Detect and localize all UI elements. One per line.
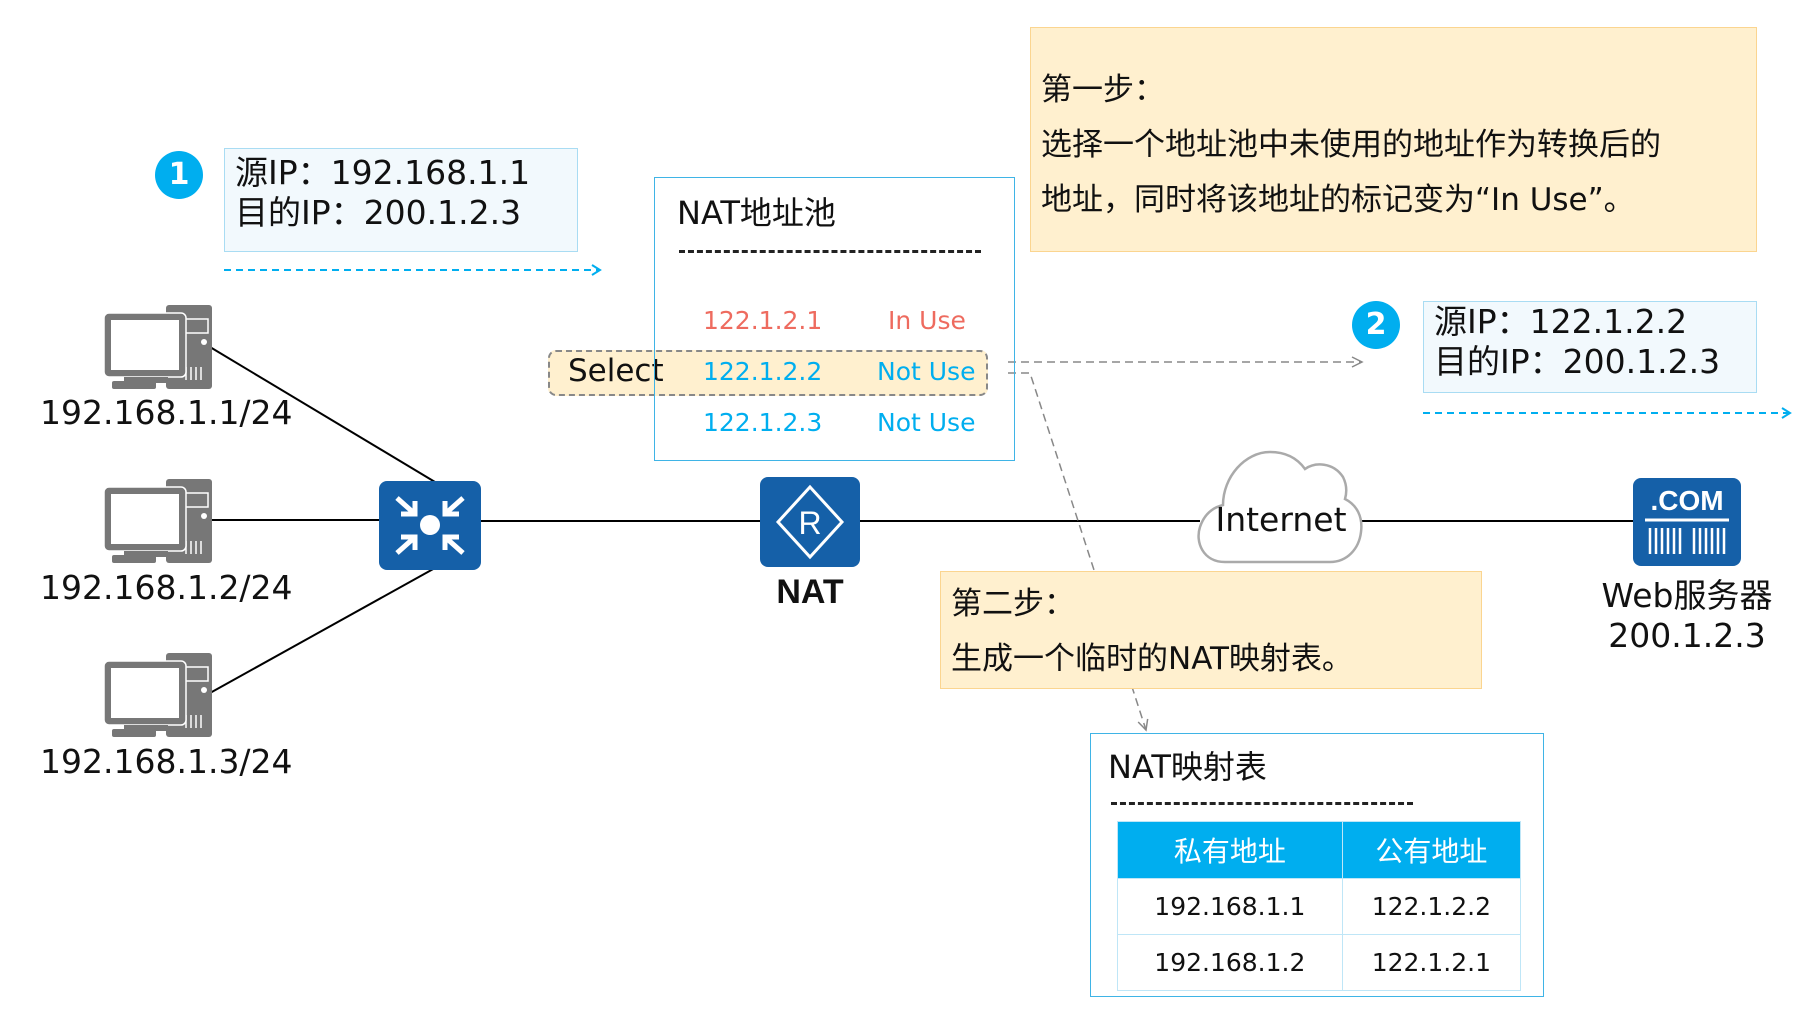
step-1-title: 第一步： (1041, 72, 1165, 108)
pool-address: 122.1.2.1 (703, 306, 823, 335)
host-1[interactable] (103, 305, 212, 393)
step-1-note: 第一步： 选择一个地址池中未使用的地址作为转换后的 地址，同时将该地址的标记变为… (1030, 27, 1757, 252)
pc-icon (103, 653, 212, 737)
src-ip-value: 192.168.1.1 (330, 153, 531, 192)
pc-icon (103, 305, 212, 389)
nat-router[interactable]: R (760, 477, 860, 571)
step-2-title: 第二步： (951, 586, 1075, 622)
host-2-ip: 192.168.1.2/24 (40, 568, 293, 607)
step-1-line-1: 选择一个地址池中未使用的地址作为转换后的 (1041, 127, 1661, 163)
table-row: 192.168.1.2 122.1.2.1 (1117, 934, 1522, 991)
packet-info-1: 源IP：192.168.1.1 目的IP：200.1.2.3 (224, 148, 578, 252)
nat-mapping-table: 私有地址 公有地址 192.168.1.1 122.1.2.2 192.168.… (1117, 821, 1522, 991)
pool-status-not-use: Not Use (877, 408, 976, 437)
link-pc3-switch (209, 567, 436, 694)
cloud-icon (1197, 450, 1363, 564)
public-address-cell: 122.1.2.2 (1341, 878, 1522, 935)
dst-ip-label: 目的IP： (1434, 342, 1563, 381)
host-1-ip: 192.168.1.1/24 (40, 393, 293, 432)
table-header-row: 私有地址 公有地址 (1117, 821, 1522, 879)
web-server-icon: .COM (1633, 478, 1741, 566)
server-glyph: .COM (1650, 485, 1723, 516)
divider (1111, 802, 1413, 805)
column-header-private: 私有地址 (1117, 821, 1343, 879)
nat-pool-panel: NAT地址池 122.1.2.1 In Use 122.1.2.2 Not Us… (654, 177, 1015, 461)
nat-pool-title: NAT地址池 (677, 194, 836, 232)
private-address-cell: 192.168.1.2 (1117, 934, 1343, 991)
switch-icon (379, 481, 481, 570)
pool-address: 122.1.2.3 (703, 408, 823, 437)
dst-ip-label: 目的IP： (235, 193, 364, 232)
web-server-name: Web服务器 (1601, 576, 1773, 615)
dst-ip-value: 200.1.2.3 (1562, 342, 1721, 381)
host-3[interactable] (103, 653, 212, 741)
divider (679, 250, 981, 253)
host-3-ip: 192.168.1.3/24 (40, 742, 293, 781)
src-ip-label: 源IP： (1434, 302, 1530, 341)
web-server-ip: 200.1.2.3 (1608, 616, 1766, 655)
step-badge-1: 1 (155, 151, 203, 199)
web-server[interactable]: .COM (1633, 478, 1741, 570)
public-address-cell: 122.1.2.1 (1341, 934, 1522, 991)
select-label: Select (568, 353, 664, 389)
pc-icon (103, 479, 212, 563)
dst-ip-value: 200.1.2.3 (363, 193, 522, 232)
pool-status-in-use: In Use (888, 306, 966, 335)
table-row: 192.168.1.1 122.1.2.2 (1117, 878, 1522, 935)
host-2[interactable] (103, 479, 212, 567)
step-badge-2: 2 (1352, 301, 1400, 349)
router-label: NAT (776, 573, 844, 611)
internet-label: Internet (1215, 500, 1347, 539)
step-2-line-1: 生成一个临时的NAT映射表。 (951, 641, 1353, 677)
link-pc1-switch (209, 346, 436, 483)
private-address-cell: 192.168.1.1 (1117, 878, 1343, 935)
step-1-line-2: 地址，同时将该地址的标记变为“In Use”。 (1041, 182, 1635, 218)
pool-status-not-use: Not Use (877, 357, 976, 386)
packet-info-2: 源IP：122.1.2.2 目的IP：200.1.2.3 (1423, 301, 1757, 393)
select-to-table-arrow (1008, 372, 1149, 732)
nat-mapping-title: NAT映射表 (1108, 748, 1267, 786)
router-glyph: R (798, 505, 821, 541)
router-icon: R (760, 477, 860, 567)
column-header-public: 公有地址 (1341, 821, 1522, 879)
selected-address-highlight (548, 350, 988, 396)
web-server-caption: Web服务器 200.1.2.3 (1590, 576, 1784, 656)
nat-mapping-panel: NAT映射表 私有地址 公有地址 192.168.1.1 122.1.2.2 1… (1090, 733, 1544, 997)
src-ip-value: 122.1.2.2 (1529, 302, 1688, 341)
switch[interactable] (379, 481, 481, 574)
step-2-note: 第二步： 生成一个临时的NAT映射表。 (940, 571, 1482, 689)
src-ip-label: 源IP： (235, 153, 331, 192)
internet-cloud (1195, 447, 1365, 571)
pool-address: 122.1.2.2 (703, 357, 823, 386)
